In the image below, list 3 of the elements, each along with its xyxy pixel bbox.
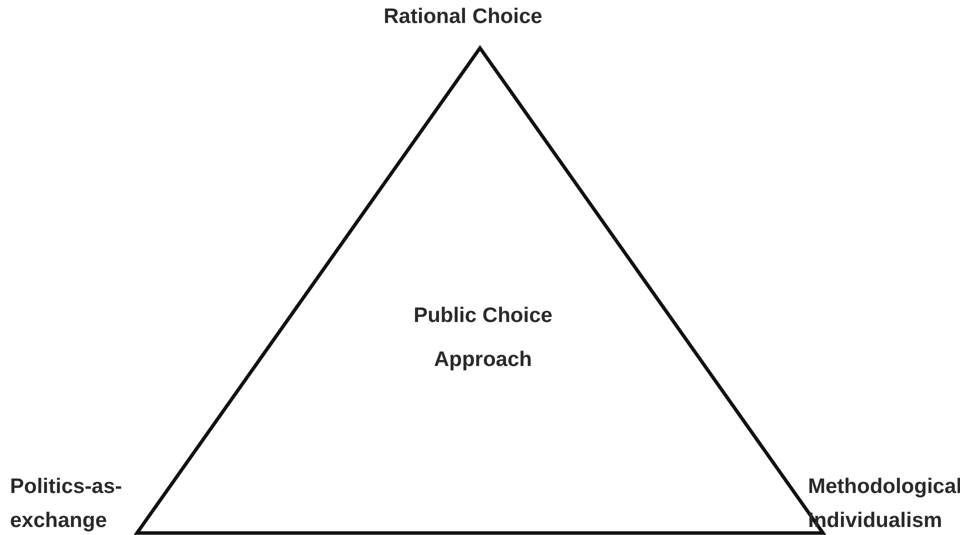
center-text: Public Choice Approach (412, 303, 554, 373)
vertex-label: Rational Choice (382, 4, 544, 30)
vertex-label: Politics-as-exchange (10, 474, 124, 534)
